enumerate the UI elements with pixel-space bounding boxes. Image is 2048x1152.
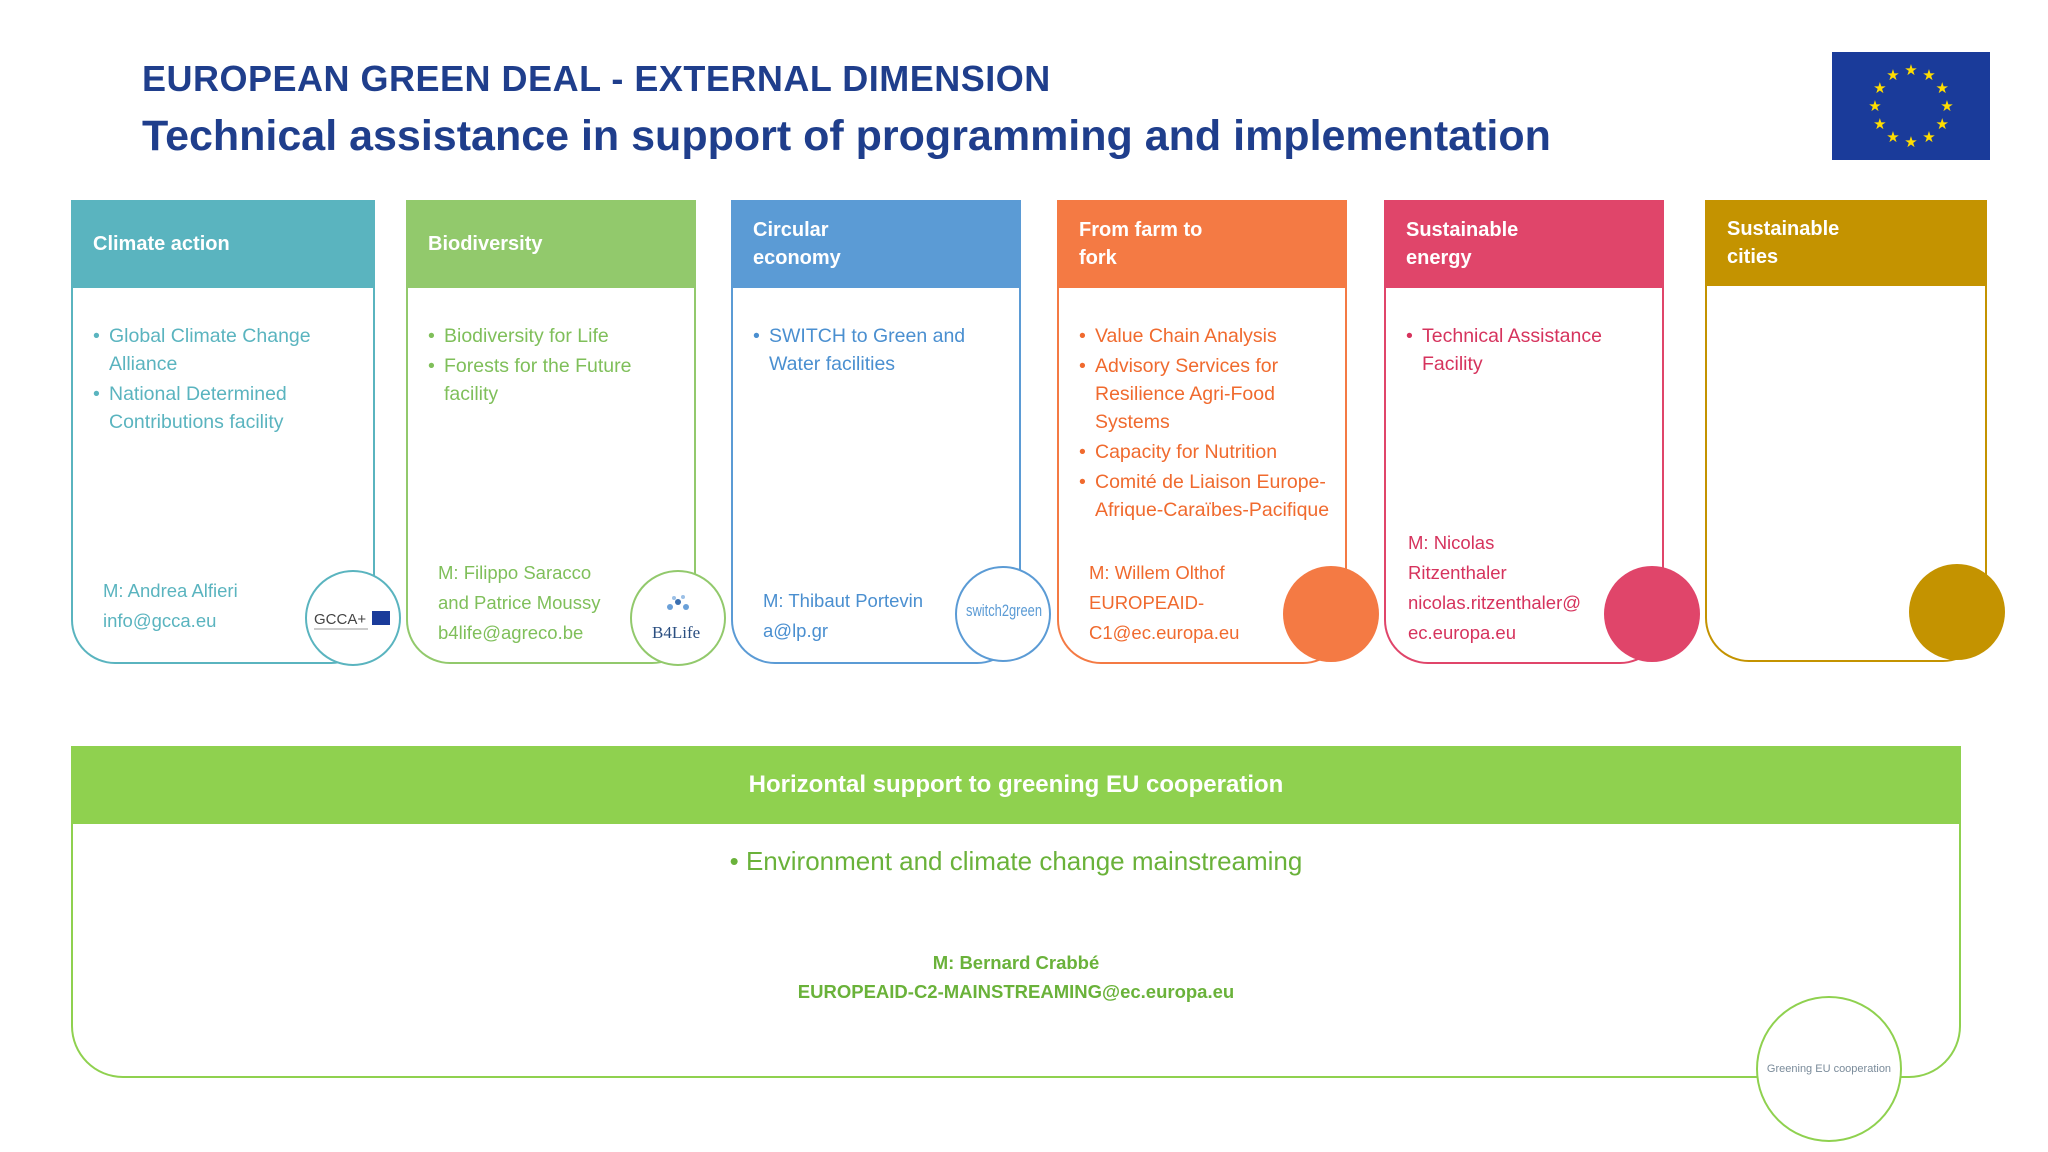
star-icon: ★ <box>1886 66 1899 84</box>
card-farm-to-fork: From farm to fork Value Chain Analysis A… <box>1057 200 1379 664</box>
list-item: Forests for the Future facility <box>428 352 680 408</box>
card-sustainable-energy: Sustainable energy Technical Assistance … <box>1384 200 1700 664</box>
star-icon: ★ <box>1868 97 1881 115</box>
logo-label: Greening EU cooperation <box>1766 1063 1892 1075</box>
card-title: Sustainable energy <box>1406 219 1519 269</box>
greening-eu-cooperation-logo: Greening EU cooperation <box>1756 996 1902 1142</box>
horizontal-contact: M: Bernard Crabbé EUROPEAID-C2-MAINSTREA… <box>797 952 1235 1002</box>
eu-flag-icon: ★★★★★★★★★★★★ <box>1832 52 1990 160</box>
card-header: Sustainable energy <box>1384 200 1664 288</box>
card-title: Climate action <box>93 233 230 255</box>
card-title: Circular economy <box>753 219 841 269</box>
circle-icon <box>1604 566 1700 662</box>
list-item: Technical Assistance Facility <box>1406 322 1648 378</box>
b4life-logo: B4Life <box>630 570 726 666</box>
card-header: Sustainable cities <box>1705 200 1987 286</box>
card-header: Circular economy <box>731 200 1021 288</box>
b4life-logo-icon: B4Life <box>652 595 700 642</box>
card-header: From farm to fork <box>1057 200 1347 288</box>
card-contact: M: Willem Olthof EUROPEAID- C1@ec.europa… <box>1089 562 1240 643</box>
card-list: Technical Assistance Facility <box>1406 322 1648 380</box>
card-header: Biodiversity <box>406 200 696 288</box>
card-list: Value Chain Analysis Advisory Services f… <box>1079 322 1331 526</box>
list-item: Global Climate Change Alliance <box>93 322 359 378</box>
horizontal-header: Horizontal support to greening EU cooper… <box>71 746 1961 824</box>
list-item: SWITCH to Green and Water facilities <box>753 322 1005 378</box>
star-icon: ★ <box>1904 133 1917 151</box>
star-icon: ★ <box>1922 128 1935 146</box>
card-list: Biodiversity for Life Forests for the Fu… <box>428 322 680 410</box>
star-icon: ★ <box>1940 97 1953 115</box>
circle-icon <box>1909 564 2005 660</box>
star-icon: ★ <box>1935 79 1948 97</box>
card-list: Global Climate Change Alliance National … <box>93 322 359 438</box>
card-contact: M: Nicolas Ritzenthaler nicolas.ritzenth… <box>1408 532 1582 643</box>
circle-icon <box>1283 566 1379 662</box>
list-item: National Determined Contributions facili… <box>93 380 359 436</box>
card-list: SWITCH to Green and Water facilities <box>753 322 1005 380</box>
card-climate-action: Climate action Global Climate Change All… <box>71 200 401 666</box>
card-biodiversity: Biodiversity Biodiversity for Life Fores… <box>406 200 726 666</box>
star-icon: ★ <box>1873 115 1886 133</box>
list-item: Value Chain Analysis <box>1079 322 1331 350</box>
list-item: Comité de Liaison Europe-Afrique-Caraïbe… <box>1079 468 1331 524</box>
list-item: Advisory Services for Resilience Agri-Fo… <box>1079 352 1331 436</box>
list-item: Capacity for Nutrition <box>1079 438 1331 466</box>
card-contact: M: Filippo Saracco and Patrice Moussy b4… <box>438 562 601 643</box>
star-icon: ★ <box>1935 115 1948 133</box>
card-title: Sustainable cities <box>1727 218 1840 268</box>
page-subtitle: Technical assistance in support of progr… <box>142 112 1551 160</box>
star-icon: ★ <box>1904 61 1917 79</box>
card-sustainable-cities: Sustainable cities <box>1705 200 2005 662</box>
card-title: Biodiversity <box>428 233 543 255</box>
card-header: Climate action <box>71 200 375 288</box>
card-contact: M: Thibaut Portevin a@lp.gr <box>763 590 924 641</box>
card-circular-economy: Circular economy SWITCH to Green and Wat… <box>731 200 1051 664</box>
svg-text:GCCA+: GCCA+ <box>314 611 366 628</box>
star-icon: ★ <box>1873 79 1886 97</box>
horizontal-item: • Environment and climate change mainstr… <box>729 846 1303 876</box>
card-contact: M: Andrea Alfieri info@gcca.eu <box>103 580 238 631</box>
horizontal-support-panel: Horizontal support to greening EU cooper… <box>71 746 1961 1078</box>
gcca-logo-icon: GCCA+ <box>314 611 390 630</box>
card-title: From farm to fork <box>1079 219 1203 269</box>
svg-text:B4Life: B4Life <box>652 623 700 642</box>
switch2green-logo-icon: switch2green <box>966 601 1042 620</box>
svg-text:switch2green: switch2green <box>966 601 1042 620</box>
page-title: EUROPEAN GREEN DEAL - EXTERNAL DIMENSION <box>142 58 1051 99</box>
switch2green-logo: switch2green <box>955 566 1051 662</box>
horizontal-item-label: Environment and climate change mainstrea… <box>745 846 1303 876</box>
list-item: Biodiversity for Life <box>428 322 680 350</box>
star-icon: ★ <box>1886 128 1899 146</box>
star-icon: ★ <box>1922 66 1935 84</box>
gcca-logo: GCCA+ <box>305 570 401 666</box>
